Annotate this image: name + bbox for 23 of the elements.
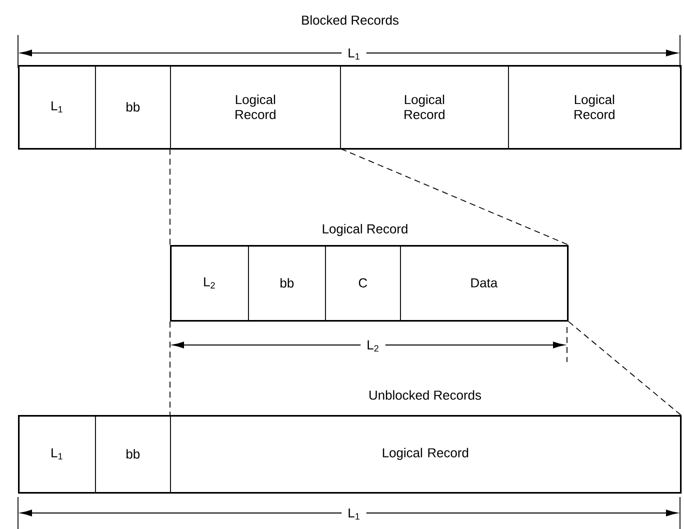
record-field: bb: [95, 65, 171, 149]
record-field: Logical Record: [340, 65, 509, 149]
record-field: bb: [95, 415, 171, 493]
heading: Blocked Records: [302, 15, 398, 25]
record-bar: [18, 415, 682, 494]
record-field: Logical Record: [170, 415, 681, 493]
record-field: L$_{2}$: [170, 245, 249, 321]
zoom-line: [340, 148, 570, 246]
record-field: L$_{1}$: [18, 415, 96, 493]
record-field: L$_{1}$: [18, 65, 96, 149]
heading: Logical Record: [322, 224, 408, 236]
record-field: Logical Record: [508, 65, 681, 149]
record-field: bb: [248, 245, 326, 321]
dimension-label: L$_{1}$: [342, 507, 366, 520]
dimension-label: L$_{1}$: [342, 47, 366, 60]
record-field: Data: [400, 245, 568, 321]
zoom-line: [568, 321, 682, 416]
record-field: C: [325, 245, 401, 321]
heading: Unblocked Records: [370, 390, 482, 400]
dimension-label: L$_{2}$: [360, 339, 386, 353]
record-bar: [170, 245, 569, 322]
record-field: Logical Record: [170, 65, 341, 149]
record-bar: [18, 65, 682, 150]
